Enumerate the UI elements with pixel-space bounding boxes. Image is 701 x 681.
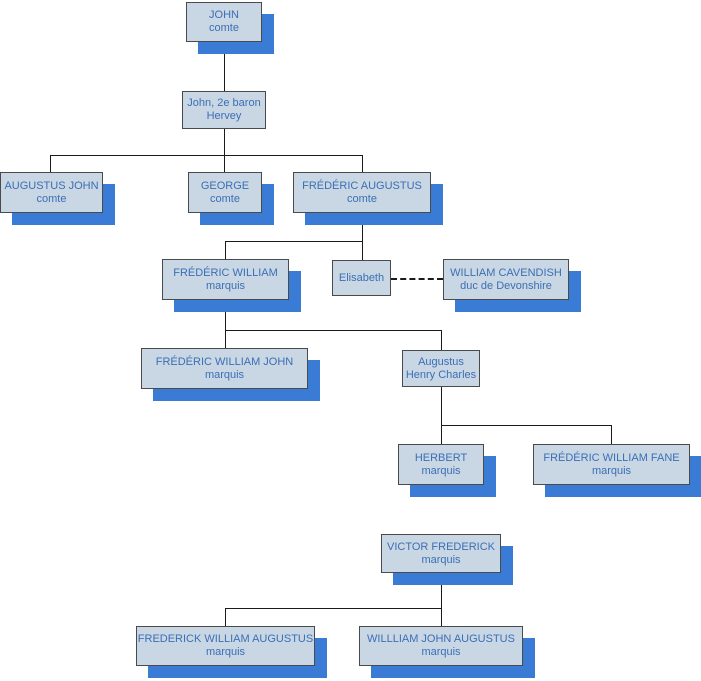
connector-c-fwj-up [225, 330, 226, 348]
connector-c-gen6-bar [441, 425, 611, 426]
connector-c-fa-up [362, 155, 363, 172]
node-name: FRÉDÉRIC WILLIAM [173, 266, 278, 279]
connector-c-john-john2 [224, 42, 225, 91]
node-title: marquis [205, 646, 246, 658]
node-title: comte [36, 192, 67, 205]
connector-c-victor-down [441, 573, 442, 608]
connector-c-fwf-up [611, 425, 612, 444]
node-title: comte [210, 192, 240, 205]
node-name: HERBERT [414, 451, 468, 464]
node-name: Augustus [418, 355, 464, 368]
node-title: marquis [421, 553, 461, 566]
connector-c-wja-up [441, 608, 442, 626]
node-name: FREDERICK WILLIAM AUGUSTUS [137, 633, 314, 646]
node-name: FRÉDÉRIC AUGUSTUS [302, 179, 422, 192]
node-title: comte [347, 192, 377, 205]
connector-c-aug-up [50, 155, 51, 172]
connector-c-fa-down [362, 213, 363, 260]
node-name: JOHN [209, 9, 239, 22]
node-name: FRÉDÉRIC WILLIAM JOHN [155, 355, 294, 368]
node-elisabeth[interactable]: Elisabeth [332, 260, 391, 296]
connector-c-gen8-bar [225, 608, 441, 609]
connector-c-herbert-up [441, 425, 442, 444]
node-name: John, 2e baron [187, 97, 261, 110]
connector-c-fwa-up [225, 608, 226, 626]
node-name: VICTOR FREDERICK [387, 540, 495, 553]
node-name: FRÉDÉRIC WILLIAM FANE [543, 451, 680, 464]
connector-c-fw-up [225, 241, 226, 259]
node-title: Henry Charles [405, 368, 477, 381]
connector-c-ahc-up [441, 330, 442, 350]
connector-c-gen5-bar [225, 330, 441, 331]
node-name: GEORGE [200, 179, 250, 192]
node-name: Elisabeth [338, 271, 385, 284]
connector-c-ahc-down [441, 387, 442, 425]
node-title: marquis [204, 368, 245, 381]
node-title: duc de Devonshire [460, 279, 552, 292]
node-title: marquis [421, 464, 461, 477]
node-name: WILLIAM CAVENDISH [450, 266, 562, 279]
node-title: Hervey [206, 110, 242, 122]
connector-c-fw-down [225, 300, 226, 348]
node-name: WILLLIAM JOHN AUGUSTUS [367, 633, 515, 646]
connector-c-gen4-bar [225, 241, 363, 242]
marriage-link-elisabeth-cavendish-marriage [391, 278, 443, 280]
connector-c-gen3-bar [50, 155, 362, 156]
connector-c-geo-up [224, 155, 225, 172]
node-name: AUGUSTUS JOHN [4, 179, 99, 192]
node-title: marquis [421, 646, 461, 658]
node-title: marquis [205, 279, 246, 292]
node-title: comte [209, 22, 239, 34]
node-title: marquis [591, 464, 632, 477]
connector-c-john2-down [224, 129, 225, 155]
